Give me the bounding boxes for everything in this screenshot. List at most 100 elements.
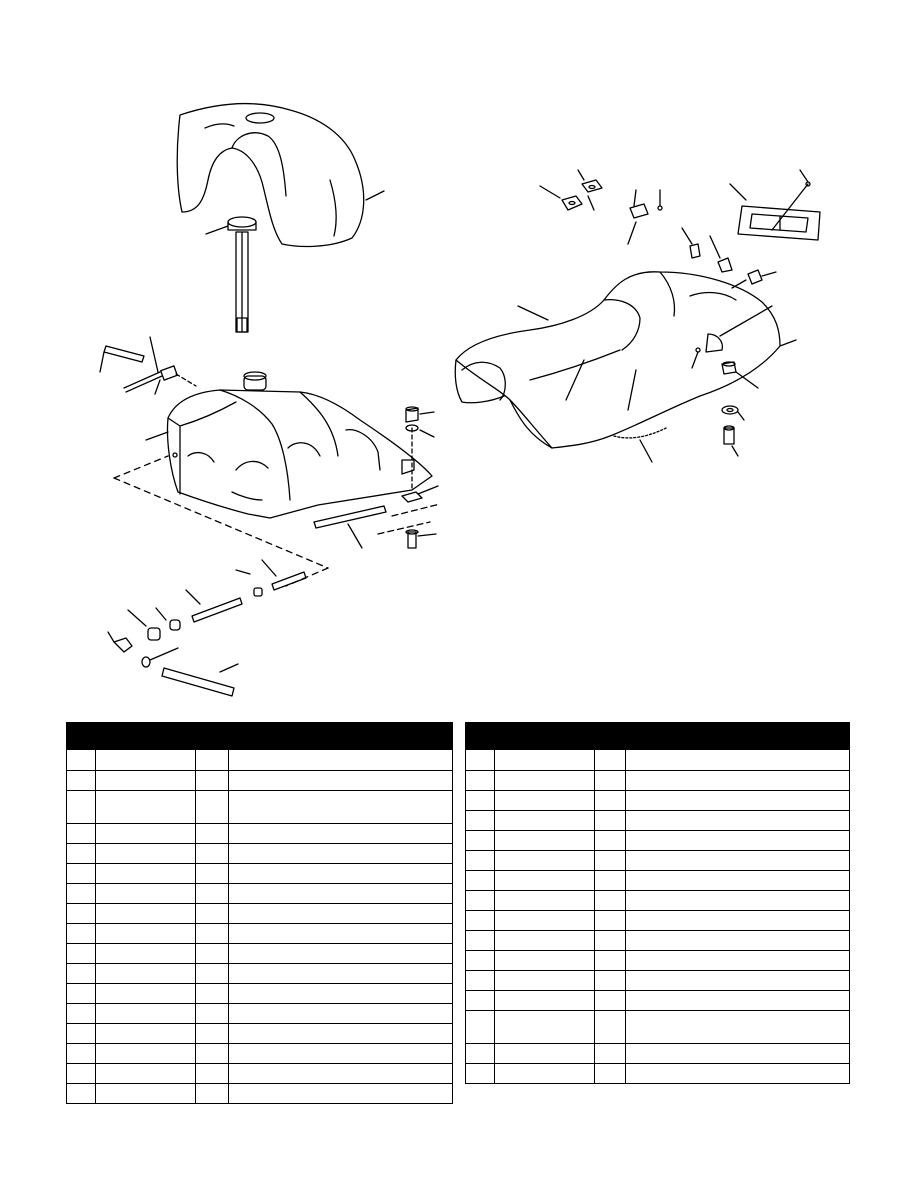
part-number-cell [494, 1044, 594, 1063]
parts-table-header [466, 723, 849, 750]
ref-number-cell [466, 1011, 494, 1043]
part-number-cell [95, 1004, 195, 1023]
part-number-cell [95, 750, 195, 770]
table-row [67, 1043, 452, 1063]
description-cell [625, 1064, 849, 1083]
part-number-cell [95, 944, 195, 963]
part-number-cell [95, 864, 195, 883]
part-number-cell [494, 911, 594, 930]
part-number-cell [494, 971, 594, 990]
table-row [466, 950, 849, 970]
parts-table-left [66, 722, 453, 1104]
table-row [67, 843, 452, 863]
table-row [466, 790, 849, 810]
quantity-cell [195, 844, 228, 863]
description-cell [625, 791, 849, 810]
quantity-cell [195, 1024, 228, 1043]
quantity-cell [594, 951, 625, 970]
quantity-cell [594, 891, 625, 910]
quantity-cell [594, 771, 625, 790]
quantity-cell [594, 750, 625, 770]
ref-number-cell [67, 964, 95, 983]
part-number-cell [494, 1064, 594, 1083]
fuel-line-parts [107, 559, 307, 697]
ref-number-cell [466, 811, 494, 830]
description-cell [228, 750, 452, 770]
quantity-cell [594, 871, 625, 890]
ref-number-cell [466, 750, 494, 770]
vent-hose-part [99, 336, 197, 395]
description-cell [228, 984, 452, 1003]
table-row [466, 910, 849, 930]
description-cell [228, 1064, 452, 1083]
quantity-cell [195, 1084, 228, 1103]
part-number-cell [494, 791, 594, 810]
table-row [67, 790, 452, 823]
table-row [466, 990, 849, 1010]
description-cell [228, 844, 452, 863]
description-cell [625, 771, 849, 790]
quantity-cell [195, 864, 228, 883]
part-number-cell [95, 844, 195, 863]
ref-number-cell [67, 924, 95, 943]
table-row [67, 1023, 452, 1043]
part-number-cell [95, 1084, 195, 1103]
quantity-cell [594, 791, 625, 810]
table-row [466, 970, 849, 990]
quantity-cell [594, 831, 625, 850]
ref-number-cell [67, 1044, 95, 1063]
parts-table-header [67, 723, 452, 750]
part-number-cell [95, 1064, 195, 1083]
fuel-tank-illustration [99, 103, 441, 697]
part-number-cell [95, 904, 195, 923]
ref-number-cell [67, 984, 95, 1003]
description-cell [228, 1004, 452, 1023]
ref-number-cell [67, 1024, 95, 1043]
quantity-cell [594, 1064, 625, 1083]
part-number-cell [494, 811, 594, 830]
part-number-cell [95, 1024, 195, 1043]
ref-number-cell [67, 844, 95, 863]
description-cell [228, 944, 452, 963]
part-number-cell [494, 891, 594, 910]
description-cell [625, 811, 849, 830]
quantity-cell [195, 824, 228, 843]
table-row [466, 750, 849, 770]
quantity-cell [195, 1004, 228, 1023]
fuel-sender-part [205, 216, 257, 333]
ref-number-cell [466, 1044, 494, 1063]
table-row [67, 1003, 452, 1023]
description-cell [228, 1044, 452, 1063]
ref-number-cell [67, 884, 95, 903]
parts-table-rows [67, 750, 452, 1103]
quantity-cell [195, 791, 228, 823]
ref-number-cell [466, 1064, 494, 1083]
quantity-cell [195, 1044, 228, 1063]
seat-mount-hardware [721, 361, 759, 457]
description-cell [228, 791, 452, 823]
table-row [466, 930, 849, 950]
table-row [466, 1063, 849, 1083]
table-row [466, 770, 849, 790]
quantity-cell [195, 924, 228, 943]
mounting-outline [113, 455, 329, 587]
part-number-cell [95, 771, 195, 790]
ref-number-cell [466, 991, 494, 1010]
ref-number-cell [466, 791, 494, 810]
part-number-cell [494, 931, 594, 950]
ref-number-cell [67, 864, 95, 883]
part-number-cell [95, 791, 195, 823]
description-cell [228, 924, 452, 943]
ref-number-cell [67, 791, 95, 823]
table-row [67, 1063, 452, 1083]
quantity-cell [594, 971, 625, 990]
table-row [67, 770, 452, 790]
ref-number-cell [466, 831, 494, 850]
parts-table-right [465, 722, 850, 1084]
part-number-cell [95, 884, 195, 903]
part-number-cell [494, 951, 594, 970]
description-cell [228, 1084, 452, 1103]
seat-illustration [454, 169, 821, 463]
ref-number-cell [67, 750, 95, 770]
tank-hardware-parts [377, 406, 441, 549]
